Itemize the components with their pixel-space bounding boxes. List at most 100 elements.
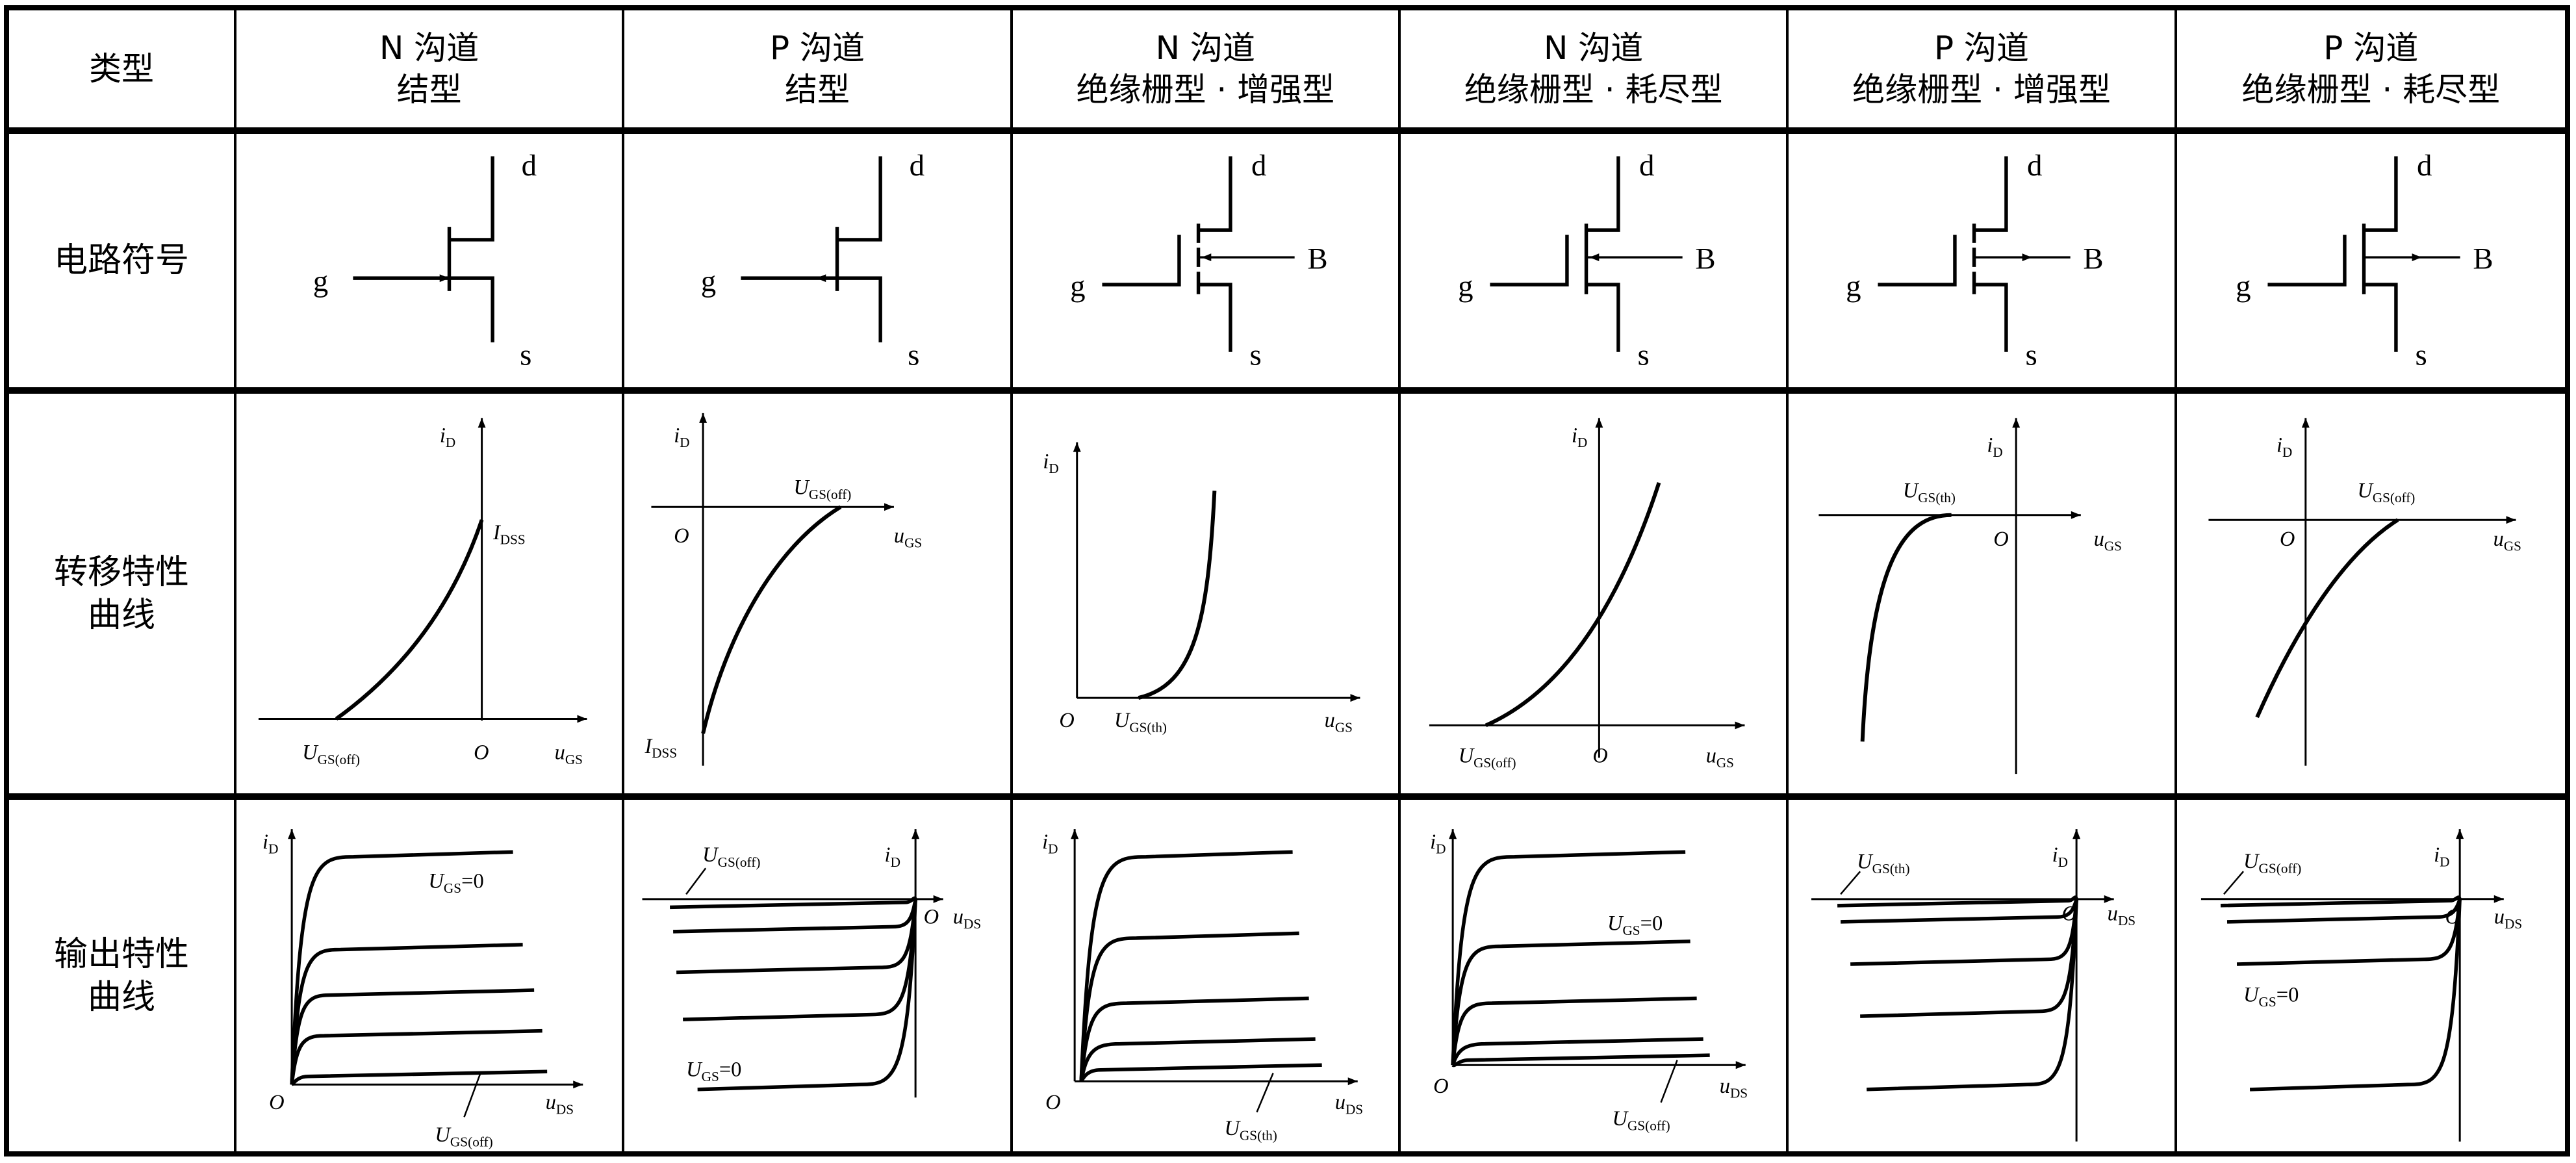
- label-main: u: [2493, 905, 2504, 928]
- axis-label: O: [1994, 527, 2009, 550]
- axis-label: uDS: [2108, 902, 2136, 928]
- label-subscript: DS: [1730, 1085, 1748, 1101]
- x-axis-arrow: [2104, 895, 2115, 903]
- axis-label: iD: [1987, 433, 2003, 460]
- label-main: i: [1987, 433, 1993, 457]
- axis-label: O: [924, 905, 939, 928]
- axis-label: iD: [885, 843, 900, 870]
- x-axis-arrow: [884, 503, 895, 511]
- label-subscript: D: [1577, 435, 1587, 450]
- output-curve: [290, 1029, 542, 1085]
- terminal-label-s: s: [1638, 338, 1650, 372]
- output-curve: [1079, 996, 1309, 1082]
- drain-lead: [449, 156, 494, 242]
- axis-label: UGS(th): [1903, 478, 1956, 505]
- label-subscript: DS: [556, 1101, 574, 1117]
- header-col-3: N 沟道绝缘栅型 · 增强型: [1012, 10, 1401, 134]
- axis-label: uGS: [894, 524, 922, 550]
- label-subscript: GS: [1622, 923, 1640, 938]
- label-subscript: GS(th): [1129, 719, 1167, 735]
- label-main: U: [435, 1123, 452, 1147]
- y-axis-arrow: [478, 418, 486, 428]
- transfer-curve: [1138, 491, 1216, 700]
- axis-label: IDSS: [492, 520, 526, 547]
- label-subscript: D: [2058, 854, 2068, 870]
- row-label-output: 输出特性曲线: [9, 800, 236, 1151]
- axis-label: iD: [1043, 450, 1058, 476]
- label-main: u: [2493, 527, 2503, 550]
- axis-label: UGS(th): [1857, 850, 1909, 876]
- label-main: O: [474, 741, 489, 764]
- jfet-n-symbol: dgs: [313, 149, 537, 372]
- y-axis-arrow: [912, 829, 920, 839]
- label-main: u: [2094, 527, 2104, 550]
- label-subscript: GS(off): [1627, 1118, 1670, 1133]
- label-subscript: GS: [2104, 539, 2122, 554]
- output-curve: [1451, 1053, 1710, 1067]
- label-subscript: DS: [2505, 916, 2522, 932]
- terminal-label-g: g: [701, 264, 716, 298]
- axis-label: UGS(off): [302, 741, 360, 767]
- label-main: i: [1572, 424, 1577, 447]
- terminal-label-s: s: [2026, 338, 2037, 372]
- row-label-text: 转移特性: [53, 552, 189, 592]
- transfer-curve: [1861, 513, 1952, 742]
- output-curve: [2236, 899, 2462, 966]
- label-main: u: [953, 905, 963, 928]
- output-curve: [1451, 1037, 1703, 1066]
- x-axis-arrow: [1347, 1077, 1358, 1086]
- label-main: i: [262, 830, 268, 854]
- substrate-arrow-in: [1201, 253, 1211, 261]
- y-axis-arrow: [2072, 829, 2081, 839]
- output-curve: [1079, 850, 1293, 1082]
- output-curve: [290, 943, 523, 1085]
- label-subscript: GS: [444, 880, 461, 896]
- axis-label: UGS=0: [2243, 984, 2299, 1010]
- header-col-6: P 沟道绝缘栅型 · 耗尽型: [2176, 10, 2565, 134]
- output-curve: [1451, 939, 1690, 1066]
- axis-label: uGS: [1706, 744, 1734, 771]
- label-leader-line: [685, 867, 707, 895]
- label-leader-line: [1256, 1073, 1274, 1113]
- terminal-label-g: g: [1070, 269, 1085, 303]
- label-suffix: =0: [719, 1058, 742, 1082]
- terminal-label-g: g: [2236, 269, 2251, 303]
- axis-label: UGS=0: [686, 1058, 741, 1085]
- label-main: U: [1224, 1117, 1241, 1140]
- label-main: U: [1857, 850, 1874, 873]
- label-subscript: GS: [1335, 719, 1353, 735]
- transfer-curve: [1485, 482, 1661, 728]
- substrate-arrow-out: [2412, 253, 2422, 261]
- header-type-label: 类型: [89, 50, 154, 88]
- source-lead: [1974, 283, 2008, 352]
- label-leader-line: [463, 1073, 481, 1118]
- label-subscript: GS(off): [1473, 755, 1516, 771]
- axis-label: O: [1592, 744, 1607, 767]
- axis-label: IDSS: [644, 734, 678, 761]
- axis-label: uGS: [2493, 527, 2521, 554]
- terminal-label-s: s: [908, 338, 919, 372]
- axis-label: UGS(off): [794, 475, 852, 502]
- axis-label: O: [1433, 1075, 1449, 1098]
- transfer-curve: [701, 505, 842, 734]
- label-main: O: [1433, 1075, 1449, 1098]
- terminal-label-d: d: [522, 149, 537, 183]
- label-main: u: [555, 741, 565, 764]
- terminal-label-d: d: [910, 149, 925, 183]
- symbol-cell: d g s: [624, 134, 1013, 394]
- label-main: u: [1324, 708, 1334, 732]
- label-subscript: GS: [702, 1069, 719, 1084]
- header-line1: N 沟道: [1544, 29, 1644, 67]
- label-subscript: D: [1993, 444, 2003, 460]
- axis-label: UGS=0: [1607, 912, 1663, 938]
- axis-label: uGS: [555, 741, 583, 767]
